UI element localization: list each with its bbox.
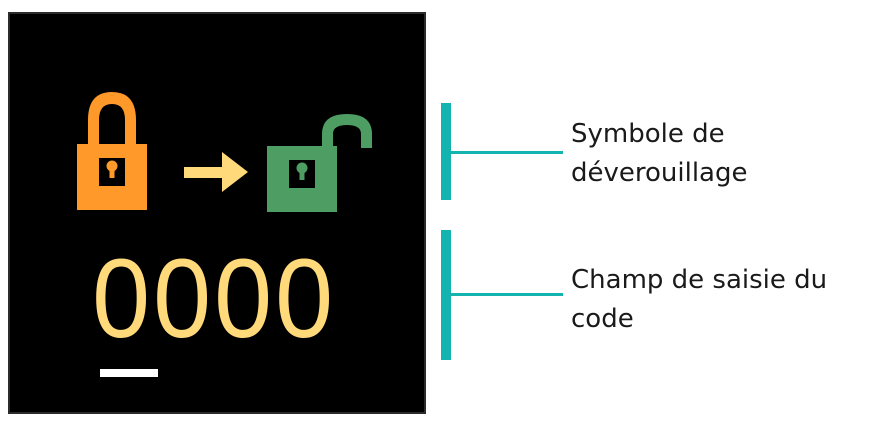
callout-label-line: Champ de saisie du [571, 265, 828, 295]
callout-label-line: déverouillage [571, 158, 748, 188]
callout-label-line: Symbole de [571, 119, 725, 149]
code-digit-3[interactable]: 0 [214, 236, 273, 361]
code-digit-4[interactable]: 0 [275, 236, 334, 361]
callout-bracket-unlock-symbol [441, 103, 451, 200]
device-screen: 0 0 0 0 [8, 12, 426, 414]
code-digit-1[interactable]: 0 [92, 236, 151, 361]
lock-open-icon [267, 114, 372, 212]
code-input-field[interactable]: 0 0 0 0 [90, 234, 334, 364]
input-cursor [100, 369, 158, 377]
callout-line-unlock-symbol [451, 151, 563, 154]
lock-closed-icon [77, 92, 147, 210]
callout-label-line: code [571, 304, 634, 334]
callout-bracket-code-field [441, 230, 451, 360]
code-digit-2[interactable]: 0 [153, 236, 212, 361]
arrow-right-icon [184, 152, 248, 192]
callout-label-unlock-symbol: Symbole de déverouillage [571, 115, 748, 193]
callout-line-code-field [451, 293, 563, 296]
callout-label-code-field: Champ de saisie du code [571, 261, 827, 339]
